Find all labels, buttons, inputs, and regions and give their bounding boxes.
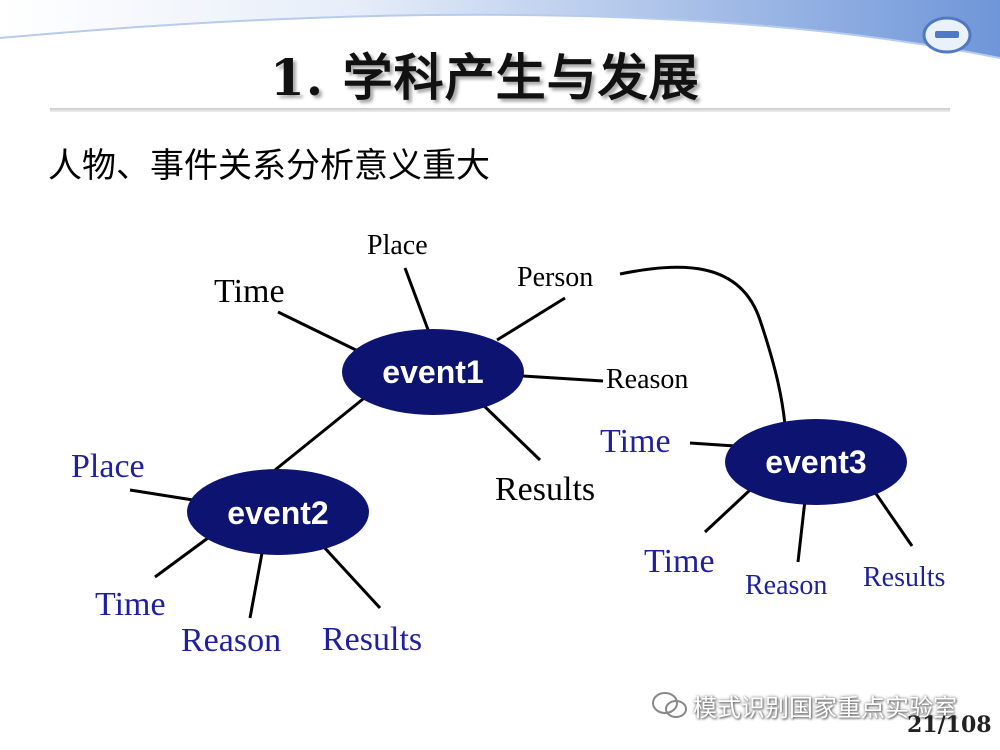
node-event1-label: event1 bbox=[382, 354, 483, 390]
edge-e1-place bbox=[403, 267, 432, 336]
node-event2 bbox=[187, 469, 369, 555]
label-e3-results: Results bbox=[863, 562, 945, 593]
label-e2-place: Place bbox=[71, 448, 145, 485]
node-event3-label: event3 bbox=[765, 444, 866, 480]
node-event3 bbox=[725, 419, 907, 505]
edge-e2-place bbox=[129, 488, 194, 502]
label-e1-reason: Reason bbox=[606, 364, 688, 395]
label-e1-person: Person bbox=[517, 262, 593, 293]
edge-e1-person bbox=[496, 296, 566, 342]
label-e3-time-left: Time bbox=[600, 423, 671, 460]
edge-e1-results bbox=[476, 398, 542, 462]
edge-person-e3 bbox=[619, 265, 787, 426]
slide-subtitle: 人物、事件关系分析意义重大 bbox=[48, 146, 490, 186]
slide-title: 1. 学科产生与发展 bbox=[270, 48, 700, 107]
node-event1 bbox=[342, 329, 524, 415]
edge-e1-e2 bbox=[274, 393, 369, 472]
label-e3-reason: Reason bbox=[745, 570, 827, 601]
wechat-icon bbox=[652, 692, 687, 718]
label-e2-reason: Reason bbox=[181, 622, 281, 659]
edge-e2-reason bbox=[248, 552, 264, 619]
edge-e3-time bbox=[703, 488, 752, 534]
header-decoration bbox=[0, 0, 1000, 59]
node-event2-label: event2 bbox=[227, 495, 328, 531]
edge-e1-reason bbox=[522, 374, 604, 383]
edge-e2-results bbox=[320, 543, 382, 610]
label-e1-place: Place bbox=[367, 230, 428, 261]
edge-e3-reason bbox=[796, 499, 807, 563]
logo-emblem-icon bbox=[922, 16, 972, 54]
label-e2-results: Results bbox=[322, 621, 422, 658]
edge-e1-time bbox=[277, 310, 361, 354]
watermark-text: 模式识别国家重点实验室 bbox=[693, 694, 957, 722]
edge-e3-results bbox=[868, 484, 914, 547]
page-number: 21/108 bbox=[907, 712, 992, 738]
edge-e2-time bbox=[154, 533, 213, 579]
title-divider bbox=[50, 108, 950, 112]
edge-e3-time-left bbox=[689, 441, 736, 448]
label-e1-results: Results bbox=[495, 471, 595, 508]
label-e2-time: Time bbox=[95, 586, 166, 623]
label-e1-time: Time bbox=[214, 273, 285, 310]
label-e3-time: Time bbox=[644, 543, 715, 580]
